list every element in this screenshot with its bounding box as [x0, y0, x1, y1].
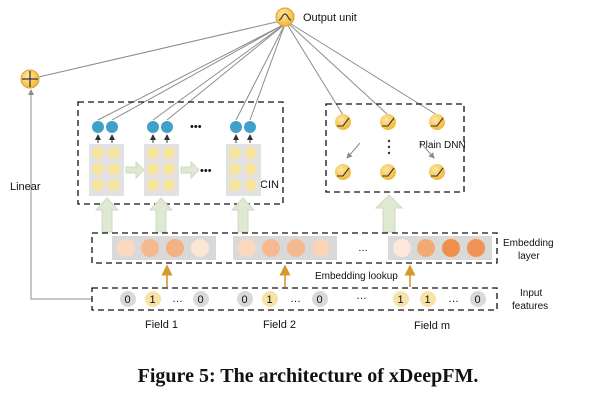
cin-ellipsis-mid: ••• [200, 165, 212, 177]
field2-bit-1: 0 [242, 294, 248, 306]
field2-label: Field 2 [263, 319, 296, 331]
cin-label: CIN [260, 179, 279, 191]
fieldm-bit-3: 0 [475, 294, 481, 306]
fieldm-bit-2: 1 [425, 294, 431, 306]
output-unit-label: Output unit [303, 12, 357, 24]
plain-dnn-label: Plain DNN [419, 140, 466, 151]
embedding-lookup-arrows [161, 264, 416, 287]
field1-ellipsis: … [172, 293, 183, 305]
figure-caption: Figure 5: The architecture of xDeepFM. [138, 365, 479, 387]
cin-ellipsis-top: ••• [190, 121, 202, 133]
fieldm-ellipsis: … [448, 293, 459, 305]
cin-box [77, 101, 284, 205]
sigmoid-output-icon [275, 7, 295, 27]
blue-unit-icon [92, 121, 104, 133]
field2-ellipsis: … [290, 293, 301, 305]
field1-bit-2: 1 [150, 294, 156, 306]
relu-neuron-icon [335, 114, 351, 130]
embedding-ellipsis: … [358, 243, 368, 254]
input-features-label-2: features [512, 301, 548, 312]
output-unit: Output unit [275, 7, 357, 27]
linear-sum-node [20, 69, 40, 89]
field1-label: Field 1 [145, 319, 178, 331]
field1-bit-1: 0 [125, 294, 131, 306]
input-features-label-1: Input [520, 288, 542, 299]
embedding-to-model-arrows [94, 194, 404, 233]
cin-feature-maps: ••• ••• [89, 121, 261, 196]
output-connections [29, 19, 438, 121]
embedding-layer-box [91, 232, 498, 264]
embedding-layer-label-2: layer [518, 251, 540, 262]
embedding-layer-label-1: Embedding [503, 238, 554, 249]
fieldm-label: Field m [414, 320, 450, 332]
input-ellipsis: … [356, 290, 367, 302]
fieldm-bit-1: 1 [398, 294, 404, 306]
dnn-neurons [335, 114, 445, 180]
field1-bit-3: 0 [198, 294, 204, 306]
plain-dnn-box [325, 103, 465, 193]
linear-connection [28, 89, 92, 300]
input-features: 0 1 … 0 0 1 … 0 … 1 1 … 0 [120, 290, 486, 307]
field2-bit-3: 0 [317, 294, 323, 306]
embedding-layer [112, 236, 492, 260]
input-features-box [91, 287, 498, 311]
embedding-lookup-label: Embedding lookup [315, 271, 398, 282]
field2-bit-2: 1 [267, 294, 273, 306]
linear-label: Linear [10, 181, 41, 193]
